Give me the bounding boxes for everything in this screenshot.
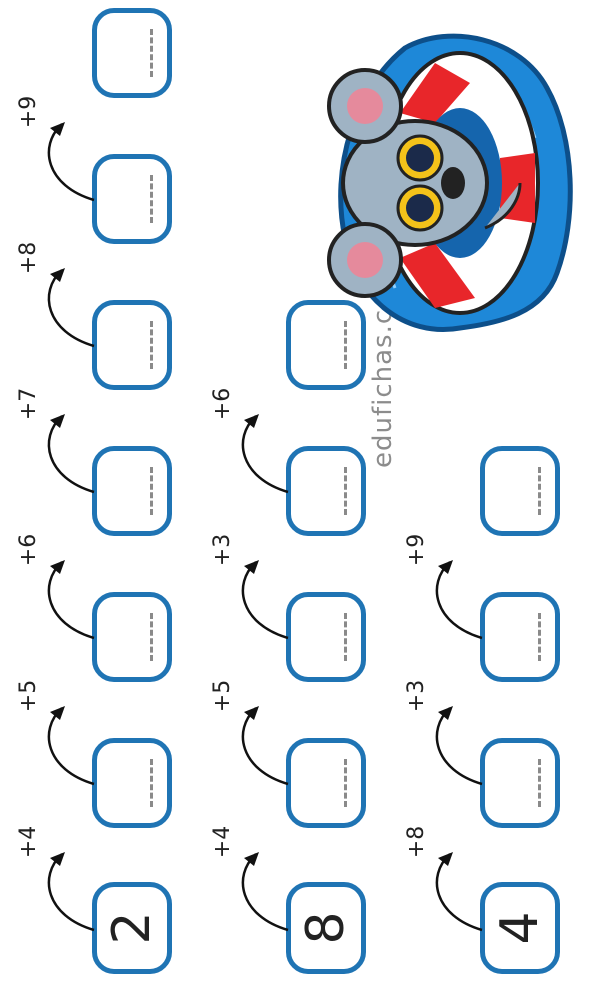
- operation-label: +8: [404, 807, 430, 877]
- answer-box[interactable]: [92, 446, 172, 536]
- answer-box[interactable]: [92, 592, 172, 682]
- start-number: 8: [295, 887, 357, 969]
- koala-swim-ring-icon: [285, 28, 585, 368]
- operation-label: +4: [16, 807, 42, 877]
- answer-box[interactable]: [92, 8, 172, 98]
- answer-box[interactable]: [480, 592, 560, 682]
- answer-box[interactable]: [286, 446, 366, 536]
- operation-label: +7: [16, 369, 42, 439]
- start-number: 2: [101, 887, 163, 969]
- answer-box[interactable]: [92, 738, 172, 828]
- answer-box[interactable]: [286, 592, 366, 682]
- arrow-icon: [40, 122, 98, 202]
- start-box: 2: [92, 882, 172, 974]
- arrow-icon: [40, 852, 98, 932]
- arrow-icon: [40, 706, 98, 786]
- start-number: 4: [489, 887, 551, 969]
- arrow-icon: [40, 268, 98, 348]
- operation-label: +9: [404, 515, 430, 585]
- answer-box[interactable]: [286, 738, 366, 828]
- arrow-icon: [428, 560, 486, 640]
- operation-label: +3: [210, 515, 236, 585]
- sequence-row-1: 2 +4 +5 +6 +7 +8 +9: [16, 0, 186, 988]
- start-box: 4: [480, 882, 560, 974]
- operation-label: +6: [16, 515, 42, 585]
- answer-box[interactable]: [480, 446, 560, 536]
- operation-label: +5: [16, 661, 42, 731]
- operation-label: +5: [210, 661, 236, 731]
- arrow-icon: [40, 560, 98, 640]
- arrow-icon: [234, 852, 292, 932]
- operation-label: +8: [16, 223, 42, 293]
- arrow-icon: [428, 706, 486, 786]
- answer-box[interactable]: [92, 300, 172, 390]
- arrow-icon: [234, 706, 292, 786]
- operation-label: +9: [16, 77, 42, 147]
- answer-box[interactable]: [480, 738, 560, 828]
- start-box: 8: [286, 882, 366, 974]
- arrow-icon: [234, 560, 292, 640]
- operation-label: +4: [210, 807, 236, 877]
- answer-box[interactable]: [92, 154, 172, 244]
- operation-label: +6: [210, 369, 236, 439]
- operation-label: +3: [404, 661, 430, 731]
- arrow-icon: [234, 414, 292, 494]
- arrow-icon: [428, 852, 486, 932]
- arrow-icon: [40, 414, 98, 494]
